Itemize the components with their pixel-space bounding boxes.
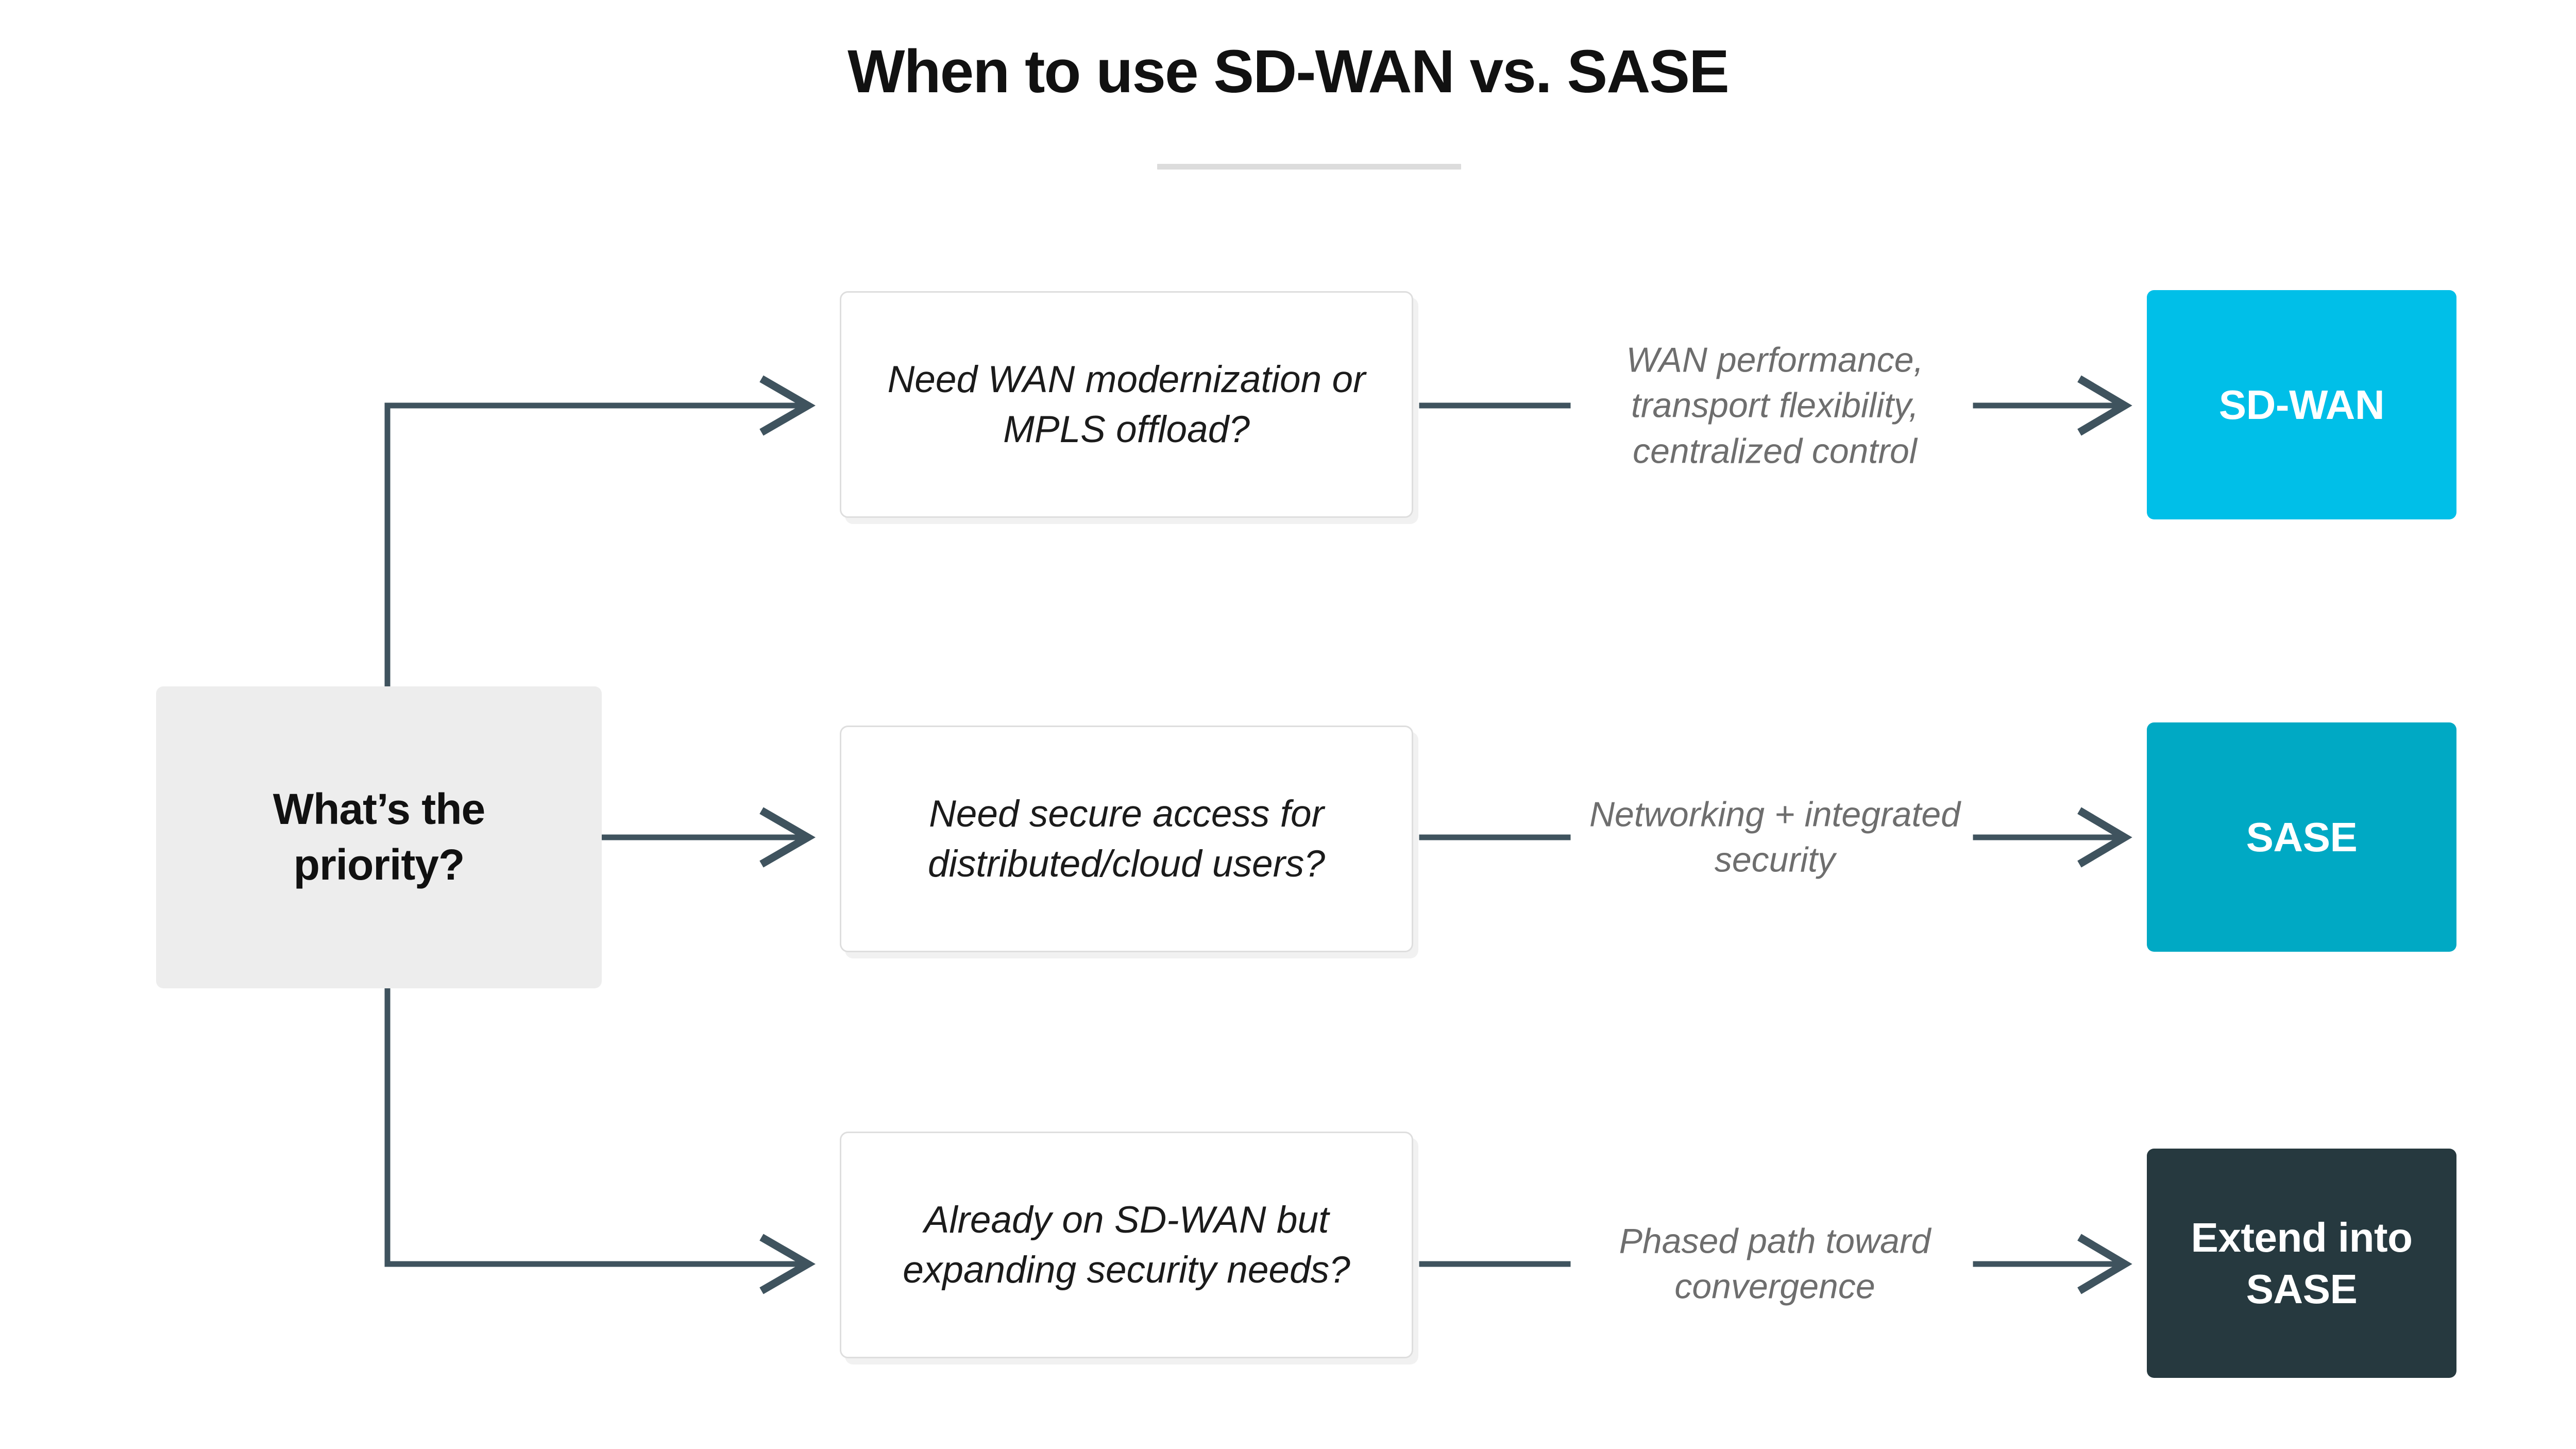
- outcome-tile-extend-into-sase-label: Extend into SASE: [2191, 1214, 2413, 1312]
- rationale-label-3: Phased path toward convergence: [1619, 1221, 1931, 1306]
- connector-rationale-2-to-outcome-2: [1973, 807, 2132, 868]
- connector-rationale-1-to-outcome-1: [1973, 375, 2132, 436]
- outcome-tile-extend-into-sase[interactable]: Extend into SASE: [2147, 1149, 2456, 1378]
- rationale-label-1: WAN performance, transport flexibility, …: [1626, 340, 1924, 471]
- outcome-tile-sd-wan[interactable]: SD-WAN: [2147, 290, 2456, 519]
- connector-root-to-question-3: [384, 985, 816, 1294]
- root-decision-node[interactable]: What’s the priority?: [156, 686, 602, 988]
- outcome-tile-sd-wan-label: SD-WAN: [2218, 381, 2385, 428]
- rationale-label-2: Networking + integrated security: [1589, 795, 1961, 880]
- outcome-tile-sase-label: SASE: [2246, 814, 2358, 860]
- question-box-1[interactable]: Need WAN modernization or MPLS offload?: [840, 291, 1413, 518]
- question-box-2[interactable]: Need secure access for distributed/cloud…: [840, 726, 1413, 952]
- question-box-3-label: Already on SD-WAN but expanding security…: [903, 1199, 1350, 1291]
- connector-root-to-question-2: [599, 807, 816, 868]
- page-title: When to use SD-WAN vs. SASE: [848, 38, 1730, 106]
- connector-rationale-3-to-outcome-3: [1973, 1234, 2132, 1294]
- root-decision-node-label: What’s the priority?: [273, 785, 486, 889]
- title-divider: [1157, 164, 1461, 170]
- question-box-3[interactable]: Already on SD-WAN but expanding security…: [840, 1132, 1413, 1358]
- question-box-1-label: Need WAN modernization or MPLS offload?: [887, 358, 1366, 450]
- connector-root-to-question-1: [384, 375, 816, 689]
- outcome-tile-sase[interactable]: SASE: [2147, 722, 2456, 952]
- question-box-2-label: Need secure access for distributed/cloud…: [928, 793, 1325, 885]
